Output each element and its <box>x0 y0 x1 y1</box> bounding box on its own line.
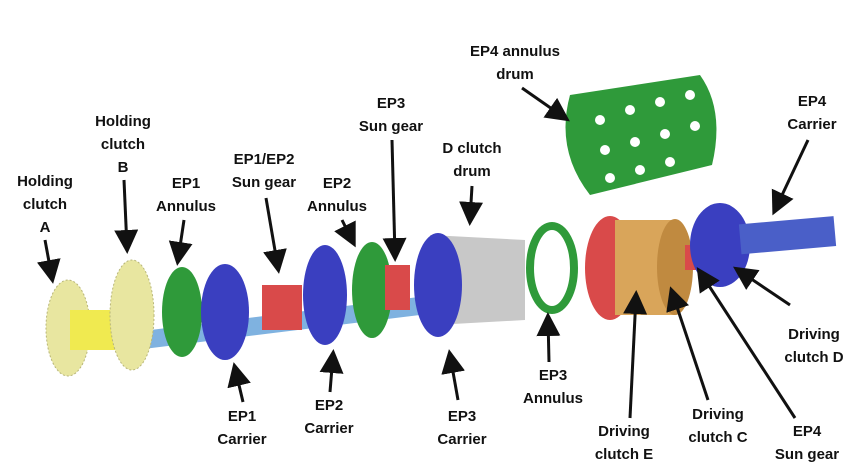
ep1-ep2-sun-gear-part <box>262 285 302 330</box>
ep3-carrier-part <box>414 233 462 337</box>
ep4-output-shaft <box>738 216 837 255</box>
ep1-annulus-part <box>162 267 202 357</box>
ep1-carrier-part <box>201 264 249 360</box>
leader-arrows <box>36 86 810 419</box>
ep3-sun-gear-part <box>385 265 410 310</box>
ep3-annulus-part <box>526 222 578 314</box>
holding-clutch-b-part <box>109 259 155 371</box>
ep4-carrier-part <box>690 203 750 287</box>
drum-holes <box>595 90 700 183</box>
ep2-carrier-part <box>303 245 347 345</box>
ep2-annulus-part <box>352 242 392 338</box>
ep4-annulus-drum-part <box>565 75 717 195</box>
